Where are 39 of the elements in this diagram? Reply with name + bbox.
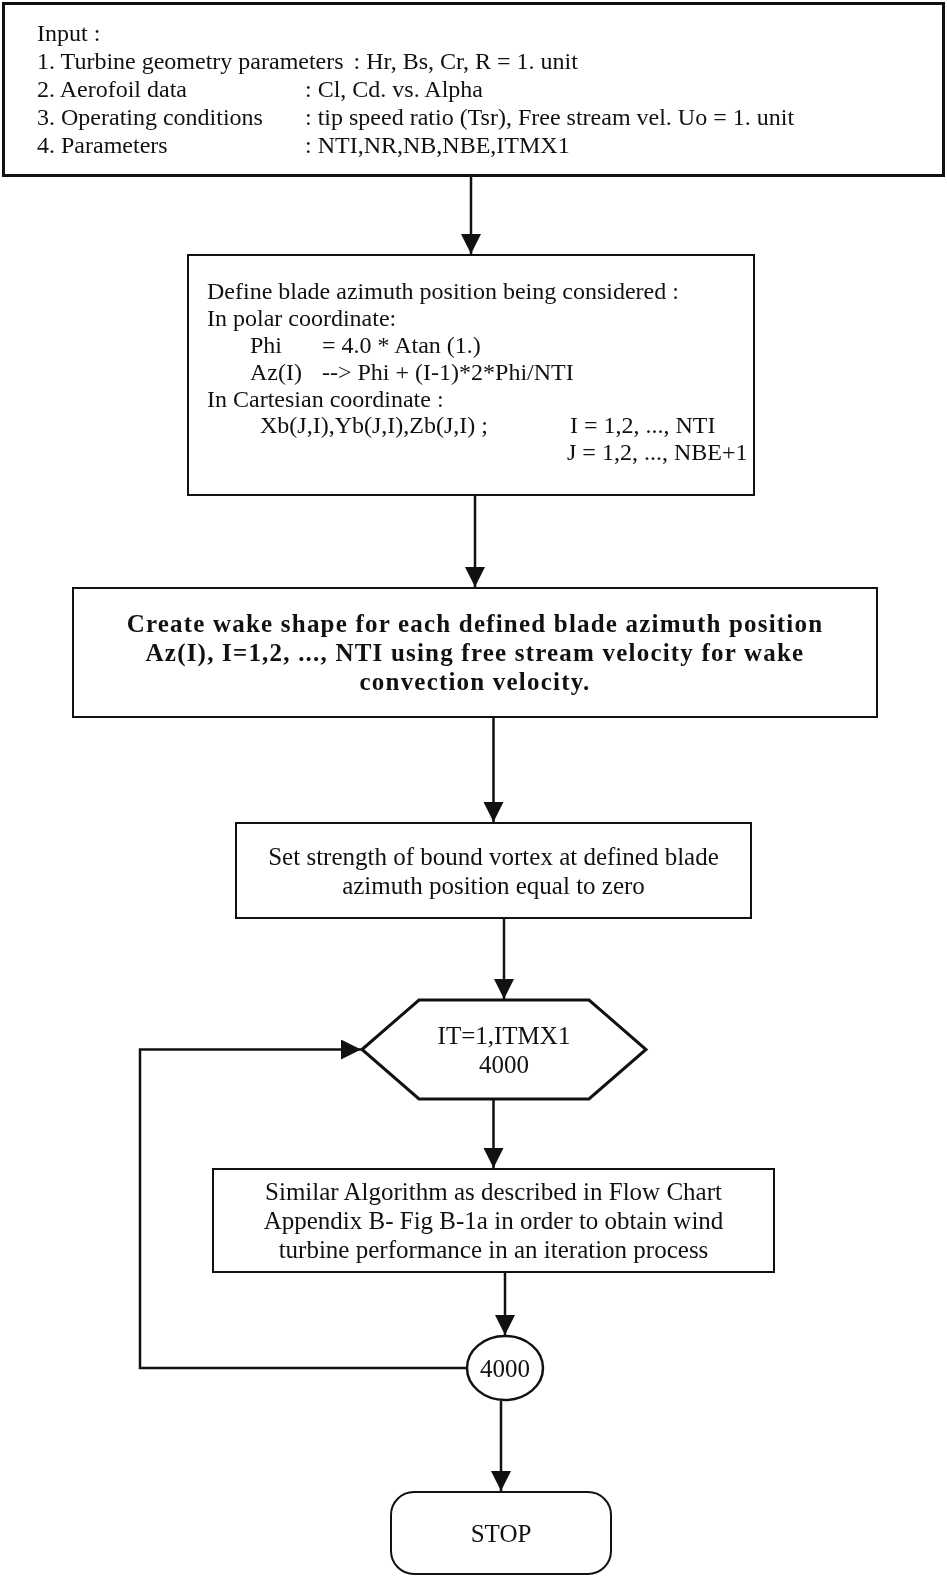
process-box [212, 1168, 775, 1273]
parameter-value: : NTI,NR,NB,NBE,ITMX1 [305, 131, 570, 159]
step-text: STOP [470, 1518, 532, 1548]
parameter-value: : tip speed ratio (Tsr), Free stream vel. Uo = 1. unit [305, 103, 795, 131]
arrow [461, 177, 481, 254]
parameter-value: : Cl, Cd. vs. Alpha [305, 75, 484, 103]
process-box [72, 587, 878, 718]
formula-text: Az(I) [250, 359, 302, 386]
step-text: Set strength of bound vortex at defined blade azimuth position equal to zero [267, 841, 720, 900]
arrow [491, 1401, 511, 1491]
formula-text: = 4.0 * Atan (1.) [322, 332, 481, 359]
step-text: 4000 [480, 1353, 530, 1383]
step-text: In Cartesian coordinate : [207, 386, 444, 413]
step-text: In polar coordinate: [207, 305, 397, 332]
formula-text: I = 1,2, ..., NTI [570, 412, 716, 439]
step-text: Define blade azimuth position being considered : [207, 278, 679, 305]
parameter-value: : Hr, Bs, Cr, R = 1. unit [353, 47, 578, 75]
arrow [138, 1039, 466, 1370]
parameter-label: 4. Parameters [37, 131, 169, 159]
arrow [494, 919, 514, 999]
step-text: Similar Algorithm as described in Flow Chart Appendix B- Fig B-1a in order to obtain wind turbine performance in an iteration process [262, 1177, 725, 1264]
process-box [235, 822, 752, 919]
arrow [483, 718, 504, 822]
arrow [465, 496, 485, 587]
formula-text: Xb(J,I),Yb(J,I),Zb(J,I) ; [260, 412, 488, 439]
parameter-label: 2. Aerofoil data [37, 75, 188, 103]
process-box [187, 254, 755, 496]
arrow [483, 1100, 504, 1168]
parameter-label: 3. Operating conditions [37, 103, 264, 131]
parameter-label: 1. Turbine geometry parameters [37, 47, 344, 75]
step-text: Create wake shape for each defined blade azimuth position Az(I), I=1,2, ..., NTI using free stream velocity for wake convection velocity. [125, 609, 825, 696]
formula-text: Phi [250, 332, 282, 359]
terminal-box [390, 1491, 612, 1575]
step-text: IT=1,ITMX1 4000 [436, 1020, 572, 1079]
input-box [2, 2, 945, 177]
formula-text: J = 1,2, ..., NBE+1 [567, 439, 748, 466]
arrow [495, 1273, 515, 1335]
heading-text: Input : [37, 19, 101, 47]
formula-text: --> Phi + (I-1)*2*Phi/NTI [322, 359, 574, 386]
